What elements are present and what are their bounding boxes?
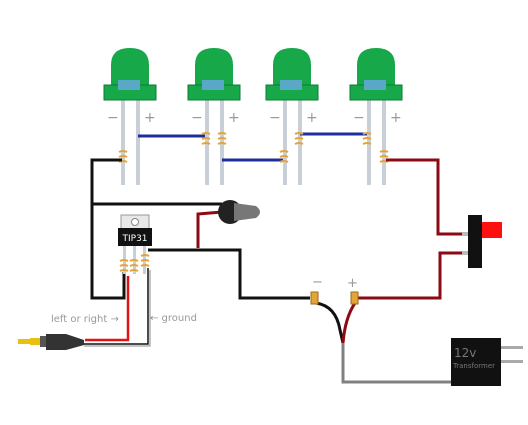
led-4-plus-label: + bbox=[390, 110, 402, 126]
led-1-minus-leg bbox=[121, 90, 125, 185]
terminal-minus bbox=[310, 291, 319, 305]
ground-label: ← ground bbox=[150, 313, 197, 324]
led-1-dome bbox=[111, 48, 149, 85]
led-3-plus-label: + bbox=[306, 110, 318, 126]
switch-body bbox=[468, 215, 482, 268]
darkred-wires bbox=[196, 158, 468, 344]
switch-button bbox=[482, 222, 502, 238]
led-2-plus-label: + bbox=[228, 110, 240, 126]
transformer-voltage: 12v bbox=[454, 346, 476, 360]
blue-jumper-wires bbox=[138, 132, 367, 162]
black-transformer-lead bbox=[315, 301, 345, 344]
led-3-minus-label: − bbox=[269, 110, 281, 126]
transformer-body bbox=[451, 338, 501, 386]
jack-tip bbox=[18, 339, 32, 344]
red-audio-wire bbox=[85, 276, 130, 342]
terminal-minus-label: − bbox=[312, 275, 323, 290]
tip31-transistor: TIP31 bbox=[118, 214, 152, 274]
terminal-plus bbox=[350, 291, 359, 305]
transistor-label: TIP31 bbox=[121, 234, 147, 244]
led-3-minus-leg bbox=[283, 90, 287, 185]
black-ground-wire bbox=[84, 268, 149, 345]
darkred-wire-led4-to-switch bbox=[386, 158, 468, 236]
led-3-dome bbox=[273, 48, 311, 85]
led-4-die bbox=[364, 80, 386, 90]
transformer-name: Transformer bbox=[452, 362, 495, 370]
led-1-minus-label: − bbox=[107, 110, 119, 126]
jack-sleeve bbox=[30, 338, 40, 345]
darkred-wire-switch-to-plus bbox=[358, 251, 468, 300]
audio-jack-plug bbox=[18, 334, 84, 350]
black-wire-led1-to-collector bbox=[90, 158, 126, 300]
led-4-minus-label: − bbox=[353, 110, 365, 126]
jack-handle bbox=[46, 334, 84, 350]
terminal-plus-label: + bbox=[347, 276, 358, 291]
power-terminals: − + bbox=[310, 275, 359, 305]
push-switch bbox=[462, 215, 502, 268]
led-2-die bbox=[202, 80, 224, 90]
gray-transformer-wire bbox=[341, 343, 452, 384]
led-1: − + bbox=[103, 48, 157, 185]
photocell bbox=[218, 200, 260, 224]
led-2-minus-label: − bbox=[191, 110, 203, 126]
led-4-plus-leg bbox=[382, 90, 386, 185]
photocell-lens bbox=[234, 203, 260, 221]
darkred-wire-photocell-to-base bbox=[196, 210, 223, 248]
switch-pin-bottom bbox=[462, 251, 468, 255]
led-4: − + bbox=[349, 48, 403, 185]
transformer: 12v Transformer bbox=[451, 338, 523, 386]
led-3: − + bbox=[265, 48, 319, 185]
led-1-die bbox=[118, 80, 140, 90]
darkred-transformer-lead bbox=[341, 302, 357, 344]
transistor-body bbox=[118, 228, 152, 246]
led-1-plus-label: + bbox=[144, 110, 156, 126]
switch-pin-top bbox=[462, 232, 468, 236]
transistor-tab-hole bbox=[131, 218, 139, 226]
led-4-dome bbox=[357, 48, 395, 85]
black-wires bbox=[90, 158, 345, 344]
led-2: − + bbox=[187, 48, 241, 185]
black-wire-emitter-to-minus bbox=[148, 248, 310, 300]
left-or-right-label: left or right → bbox=[51, 314, 119, 325]
jack-ring bbox=[40, 336, 46, 347]
transformer-prong-top bbox=[501, 346, 523, 349]
led-3-die bbox=[280, 80, 302, 90]
transformer-prong-bottom bbox=[501, 360, 523, 363]
gray-ground-wire bbox=[84, 270, 151, 347]
led-2-dome bbox=[195, 48, 233, 85]
